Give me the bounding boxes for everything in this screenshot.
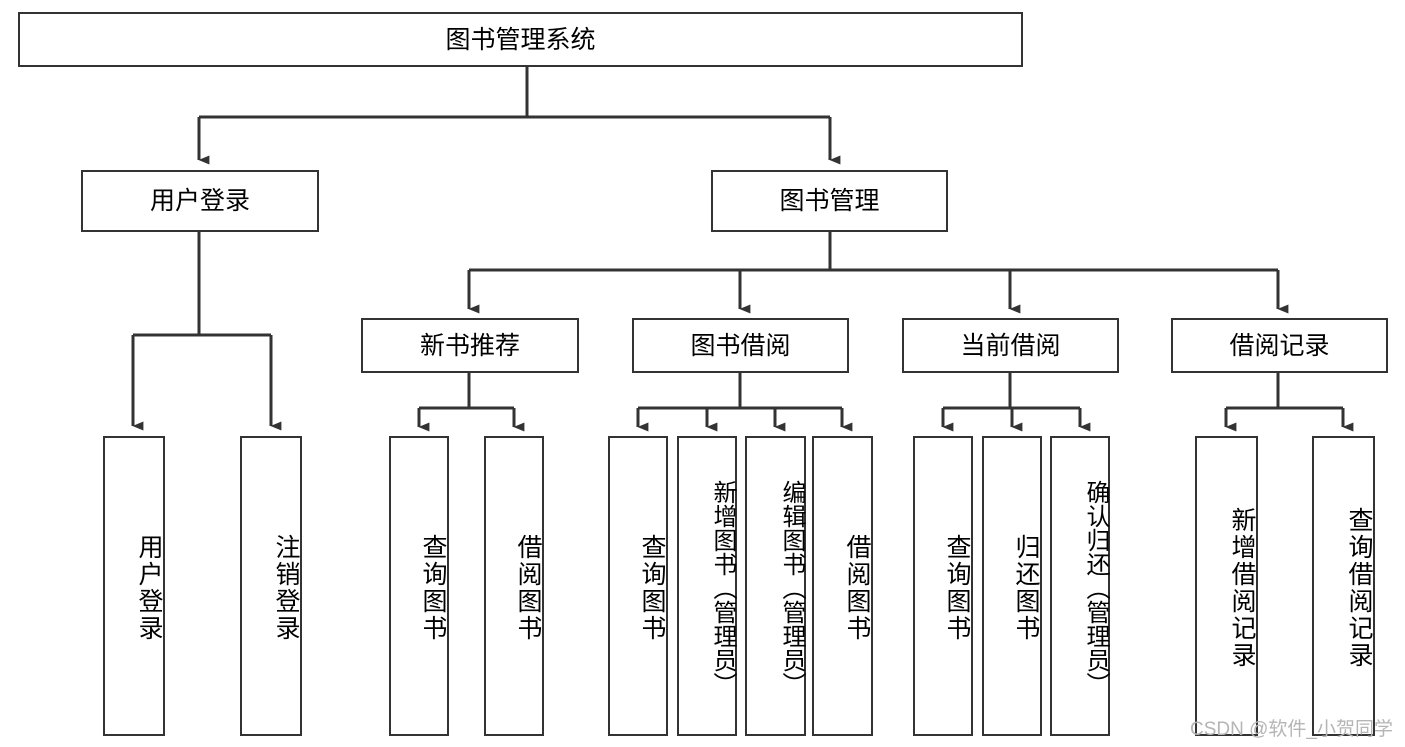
node-user-login[interactable]: 用户登录 xyxy=(81,170,319,232)
node-borrow-book-borrow[interactable]: 借阅图书 xyxy=(812,436,873,736)
node-query-book-borrow[interactable]: 查询图书 xyxy=(608,436,668,736)
node-add-book-admin[interactable]: 新增图书（管理员） xyxy=(677,436,737,736)
node-add-borrow-record[interactable]: 新增借阅记录 xyxy=(1195,436,1258,736)
node-borrow-book-recommend[interactable]: 借阅图书 xyxy=(484,436,544,736)
node-query-borrow-record[interactable]: 查询借阅记录 xyxy=(1312,436,1375,736)
node-new-book-recommend[interactable]: 新书推荐 xyxy=(361,318,579,373)
node-borrow-record[interactable]: 借阅记录 xyxy=(1171,318,1388,373)
node-edit-book-admin[interactable]: 编辑图书（管理员） xyxy=(745,436,806,736)
node-return-book-current[interactable]: 归还图书 xyxy=(982,436,1042,736)
node-book-management-system[interactable]: 图书管理系统 xyxy=(18,12,1023,67)
node-confirm-return-admin[interactable]: 确认归还（管理员） xyxy=(1050,436,1110,736)
node-current-borrow[interactable]: 当前借阅 xyxy=(902,318,1119,373)
node-query-book-recommend[interactable]: 查询图书 xyxy=(389,436,449,736)
node-query-book-current[interactable]: 查询图书 xyxy=(913,436,973,736)
node-book-management[interactable]: 图书管理 xyxy=(711,170,948,232)
node-user-logout-leaf[interactable]: 注销登录 xyxy=(240,436,302,736)
node-book-borrow[interactable]: 图书借阅 xyxy=(632,318,849,373)
node-user-login-leaf[interactable]: 用户登录 xyxy=(103,436,165,736)
